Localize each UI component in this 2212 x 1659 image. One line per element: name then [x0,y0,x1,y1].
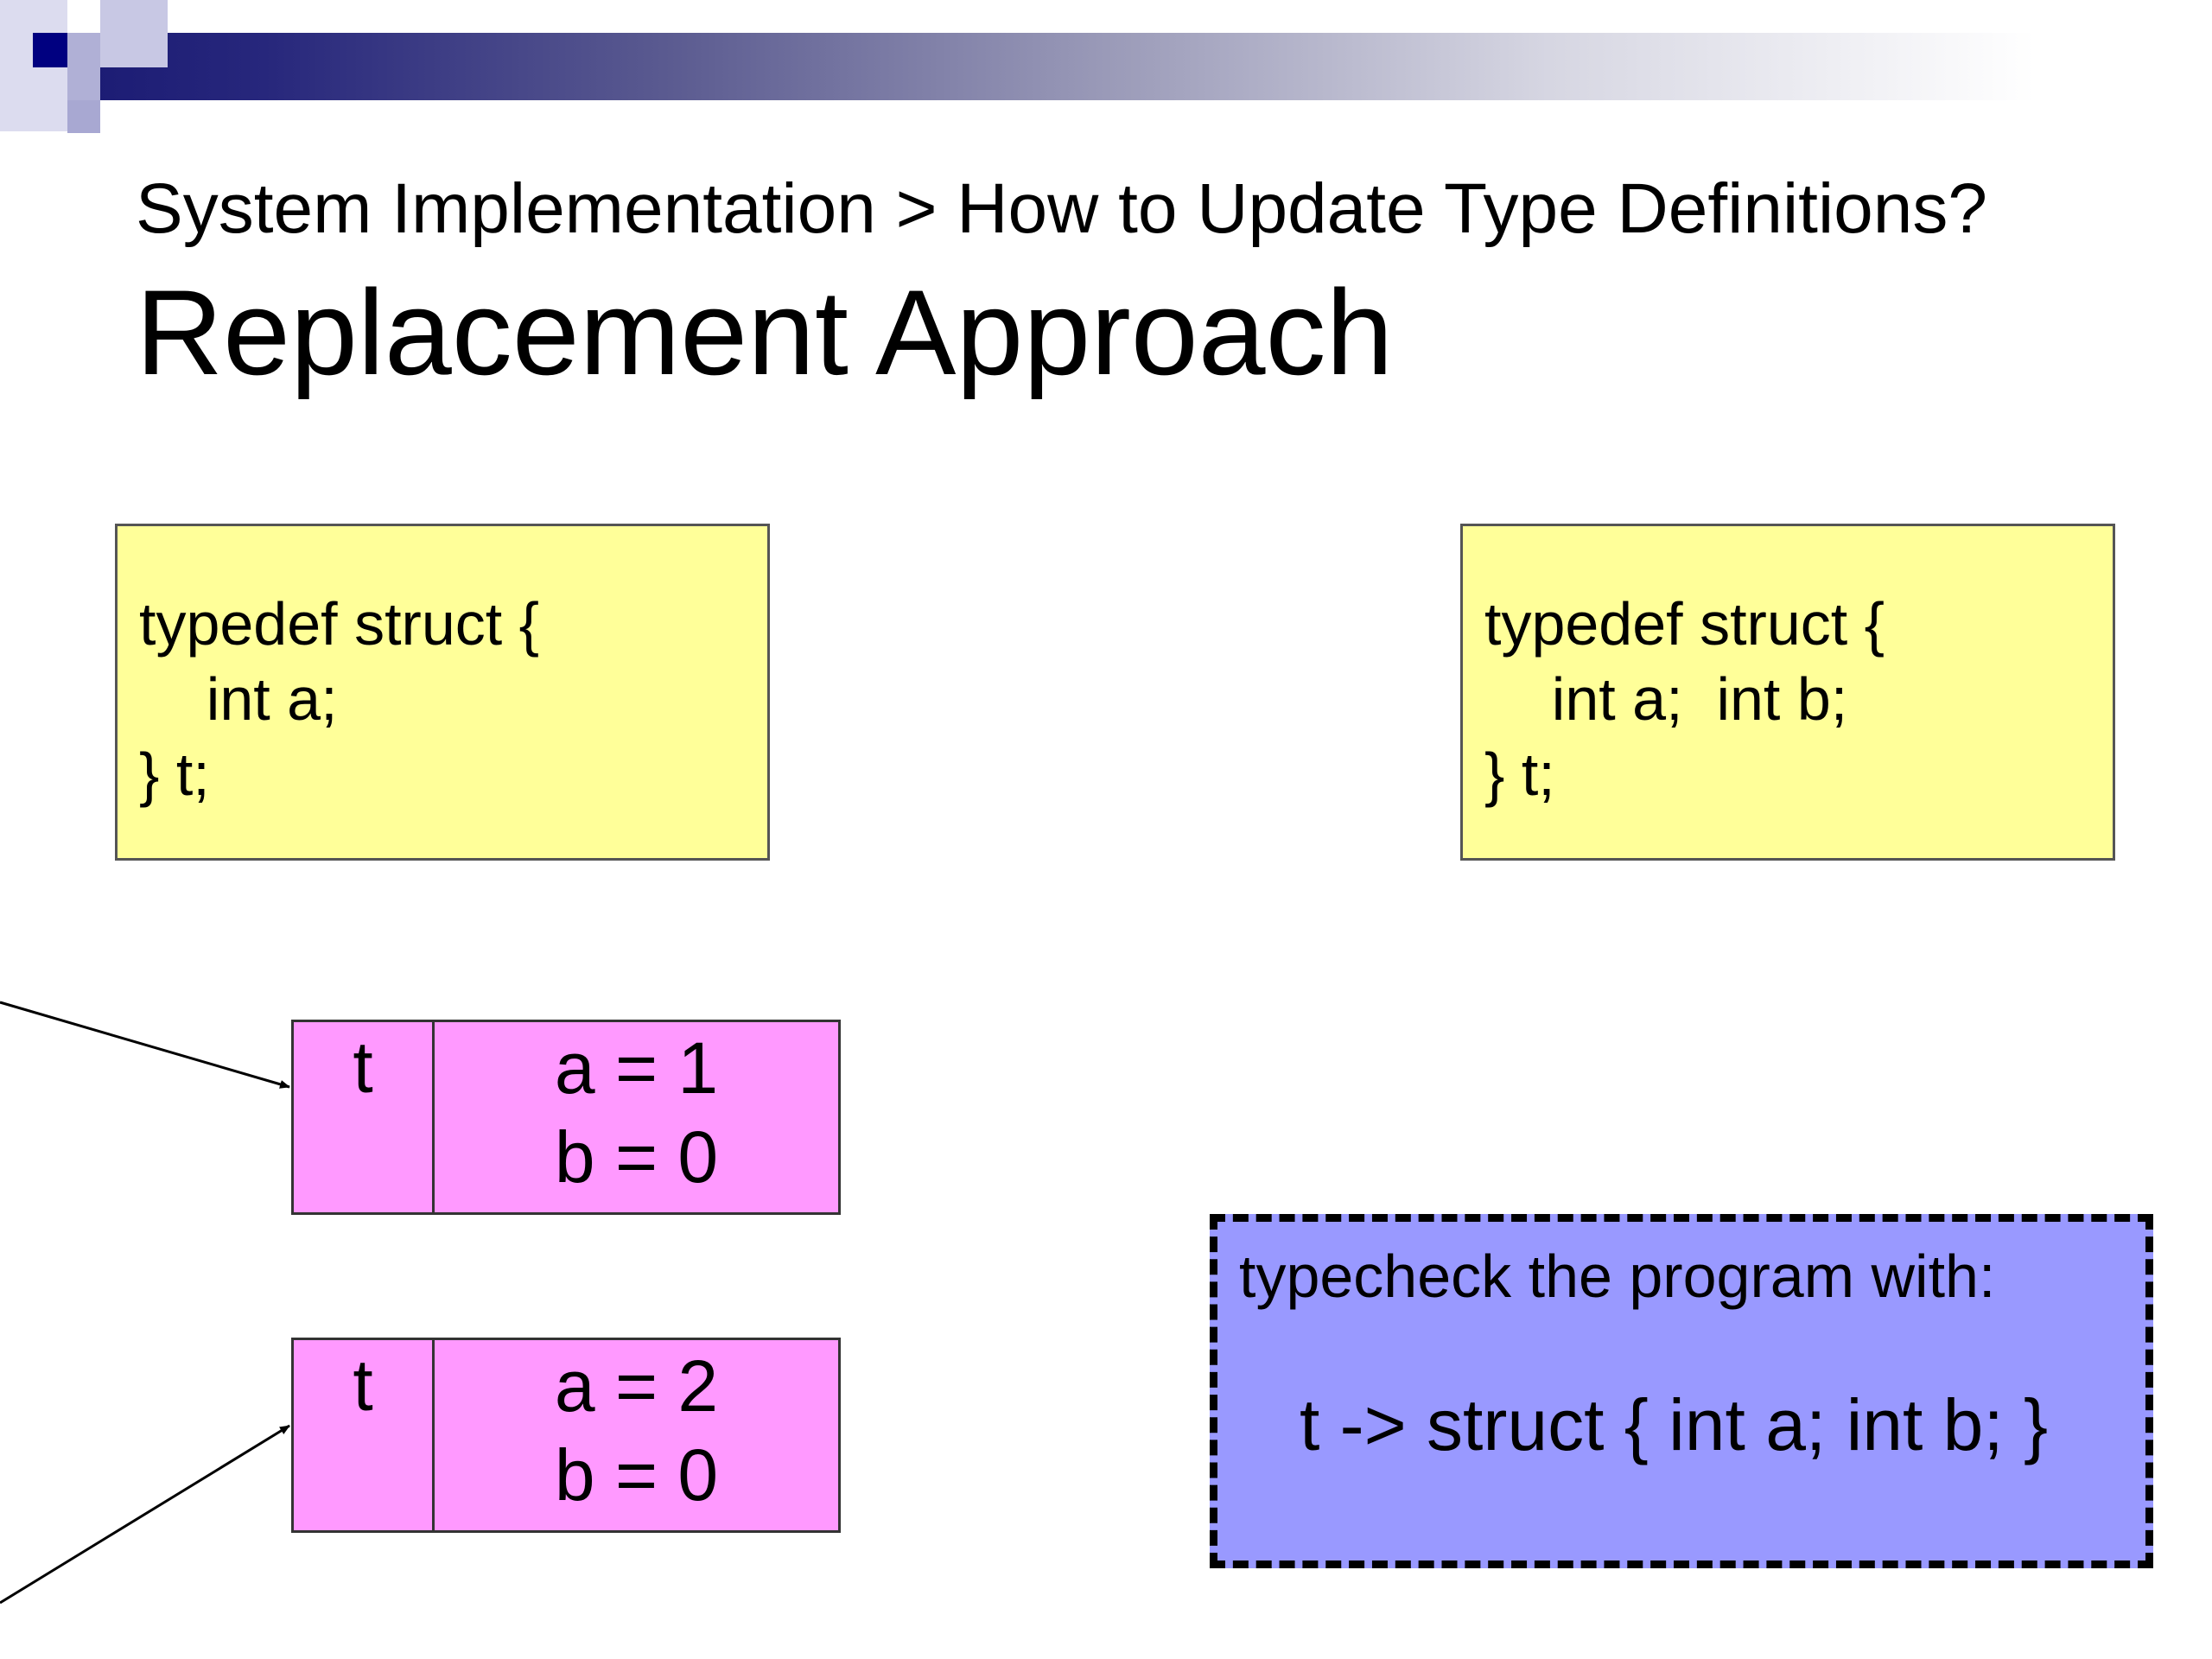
object-type-label: t [294,1340,435,1530]
pointer-arrow-2 [0,1424,290,1605]
pointer-arrow-1 [0,1001,290,1089]
object-field: b = 0 [554,1116,719,1198]
code-line: } t; [1484,741,1555,808]
code-line: typedef struct { [1484,590,1885,658]
page-title: Replacement Approach [136,264,1394,400]
header-square-dark [33,33,67,67]
code-line: } t; [139,741,210,808]
note-type-mapping: t -> struct { int a; int b; } [1300,1384,2049,1465]
header-square-light-3 [100,0,168,67]
object-fields: a = 2 b = 0 [435,1340,838,1530]
new-type-definition: typedef struct { int a; int b; } t; [1460,524,2115,861]
object-field: a = 1 [554,1027,719,1109]
header-square-mid [67,100,100,133]
code-line: typedef struct { [139,590,540,658]
code-line: int a; [139,665,338,733]
object-field: a = 2 [554,1345,719,1427]
header-bar [0,33,2212,100]
object-type-label: t [294,1022,435,1212]
code-line: int a; int b; [1484,665,1848,733]
note-text: typecheck the program with: [1239,1243,1996,1310]
object-fields: a = 1 b = 0 [435,1022,838,1212]
object-field: b = 0 [554,1434,719,1516]
object-box-2: t a = 2 b = 0 [291,1338,841,1533]
header-square-light-2 [67,33,100,100]
old-type-definition: typedef struct { int a; } t; [115,524,770,861]
typecheck-note: typecheck the program with: t -> struct … [1210,1214,2153,1568]
breadcrumb: System Implementation > How to Update Ty… [136,169,1987,248]
object-box-1: t a = 1 b = 0 [291,1020,841,1215]
